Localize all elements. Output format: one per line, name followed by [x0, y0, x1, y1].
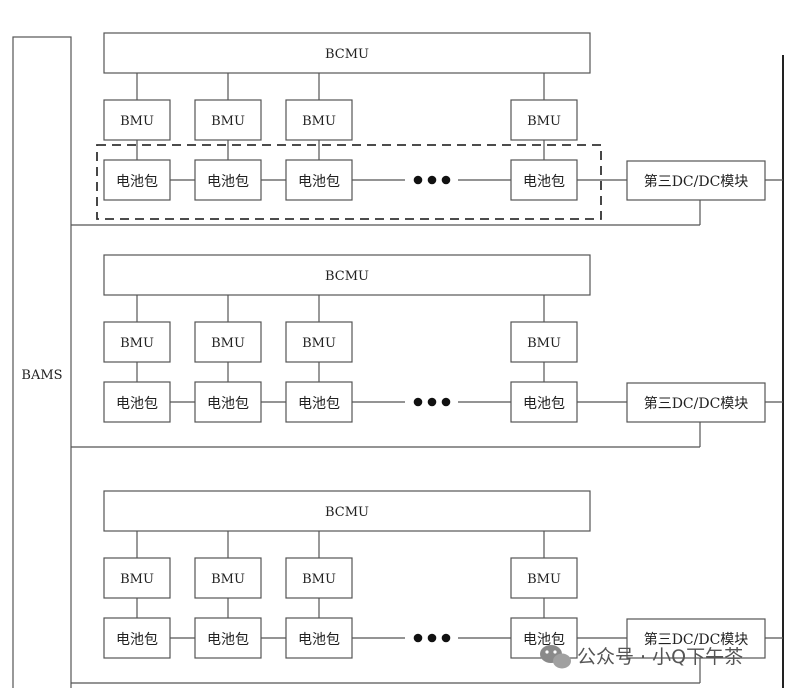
bcmu-group-2: BCMU BMU 电池包 BMU 电池包 BMU 电池包 BMU 电池包 第三DC/DC模块: [71, 254, 783, 448]
bmu-label: BMU: [211, 114, 245, 129]
bmu-label: BMU: [527, 114, 561, 129]
battery-pack-box: [285, 617, 353, 659]
battery-pack-label: 电池包: [523, 396, 565, 412]
battery-pack-label: 电池包: [207, 174, 249, 190]
dcdc-module-box: [626, 160, 766, 201]
bcmu-label: BCMU: [325, 269, 369, 284]
dcdc-module-label: 第三DC/DC模块: [644, 395, 749, 412]
highlight-dashed-frame: [96, 144, 602, 220]
battery-pack-label: 电池包: [298, 632, 340, 648]
battery-pack-label: 电池包: [116, 396, 158, 412]
bmu-box: [510, 99, 578, 141]
ellipsis-dot: [427, 397, 437, 407]
battery-pack-box: [194, 617, 262, 659]
ellipsis-dot: [441, 175, 451, 185]
bmu-label: BMU: [302, 336, 336, 351]
dcdc-module-box: [626, 382, 766, 423]
ellipsis-dot: [413, 175, 423, 185]
bcmu-label: BCMU: [325, 505, 369, 520]
battery-pack-box: [103, 381, 171, 423]
bmu-box: [194, 99, 262, 141]
groups-container: BCMUBMU电池包BMU电池包BMU电池包BMU电池包第三DC/DC模块BCM…: [71, 32, 783, 684]
dcdc-module-box: [626, 618, 766, 659]
bmu-label: BMU: [120, 572, 154, 587]
bmu-label: BMU: [120, 336, 154, 351]
ellipsis-dot: [413, 397, 423, 407]
bmu-label: BMU: [527, 572, 561, 587]
wechat-icon: [540, 645, 571, 669]
bmu-box: [103, 321, 171, 363]
battery-pack-label: 电池包: [116, 632, 158, 648]
battery-pack-label: 电池包: [207, 632, 249, 648]
bcmu-box: [103, 490, 591, 532]
dcdc-module-label: 第三DC/DC模块: [644, 631, 749, 648]
battery-pack-label: 电池包: [298, 174, 340, 190]
bmu-label: BMU: [120, 114, 154, 129]
bmu-label: BMU: [527, 336, 561, 351]
watermark-text: 公众号 · 小Q下午茶: [577, 646, 743, 668]
bams-box: [12, 36, 72, 688]
bcmu-box: [103, 32, 591, 74]
bmu-label: BMU: [302, 114, 336, 129]
bmu-box: [103, 557, 171, 599]
ellipsis-dot: [441, 397, 451, 407]
battery-pack-label: 电池包: [523, 632, 565, 648]
battery-pack-label: 电池包: [523, 174, 565, 190]
battery-pack-label: 电池包: [298, 396, 340, 412]
bcmu-box: [103, 254, 591, 296]
bcmu-group-1: BCMU BMU 电池包 BMU 电池包 BMU 电池包 BMU 电池包 第三DC/DC模块: [71, 32, 783, 226]
ellipsis-dot: [427, 175, 437, 185]
bcmu-group-3: BCMU BMU 电池包 BMU 电池包 BMU 电池包 BMU 电池包 第三DC/DC模块: [71, 490, 783, 684]
battery-pack-box: [103, 617, 171, 659]
bmu-box: [103, 99, 171, 141]
bams-label: BAMS: [21, 368, 62, 383]
battery-pack-label: 电池包: [116, 174, 158, 190]
watermark: 公众号 · 小Q下午茶: [540, 645, 743, 669]
ellipsis-dot: [427, 633, 437, 643]
bmu-label: BMU: [211, 572, 245, 587]
battery-pack-label: 电池包: [207, 396, 249, 412]
battery-pack-box: [194, 381, 262, 423]
ellipsis-dot: [413, 633, 423, 643]
battery-pack-box: [285, 381, 353, 423]
ellipsis-dot: [441, 633, 451, 643]
battery-pack-box: [194, 159, 262, 201]
battery-pack-box: [510, 381, 578, 423]
bmu-box: [194, 321, 262, 363]
battery-pack-box: [103, 159, 171, 201]
dcdc-module-label: 第三DC/DC模块: [644, 173, 749, 190]
bmu-box: [285, 99, 353, 141]
bmu-box: [510, 557, 578, 599]
bmu-label: BMU: [302, 572, 336, 587]
bcmu-label: BCMU: [325, 47, 369, 62]
bmu-label: BMU: [211, 336, 245, 351]
